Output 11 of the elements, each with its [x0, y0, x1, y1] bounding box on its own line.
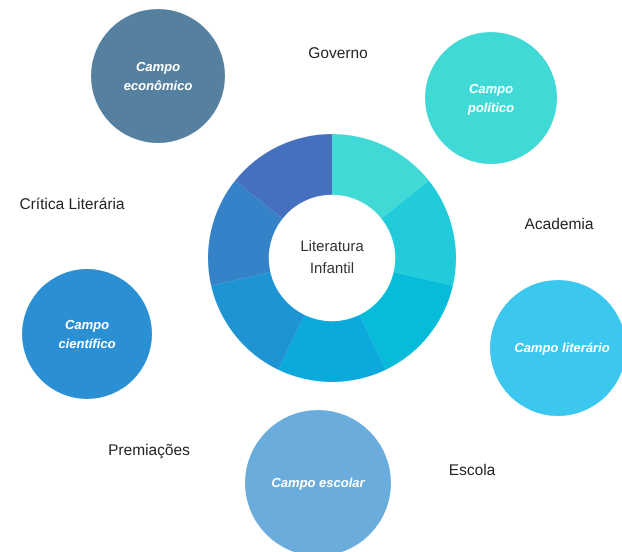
- actor-label: Crítica Literária: [19, 196, 125, 214]
- actor-label: Escola: [448, 462, 496, 480]
- field-name: Campo literário: [514, 339, 610, 358]
- center-title: Literatura Infantil: [299, 236, 365, 279]
- actor-label: Governo: [308, 45, 368, 63]
- field-name: Campo escolar: [271, 474, 365, 492]
- actor-label: Premiações: [108, 442, 190, 460]
- actor-label: Academia: [524, 216, 594, 234]
- field-name: Campo científico: [57, 316, 117, 353]
- field-name: Campo econômico: [122, 58, 194, 95]
- field-name: Campo político: [466, 80, 516, 117]
